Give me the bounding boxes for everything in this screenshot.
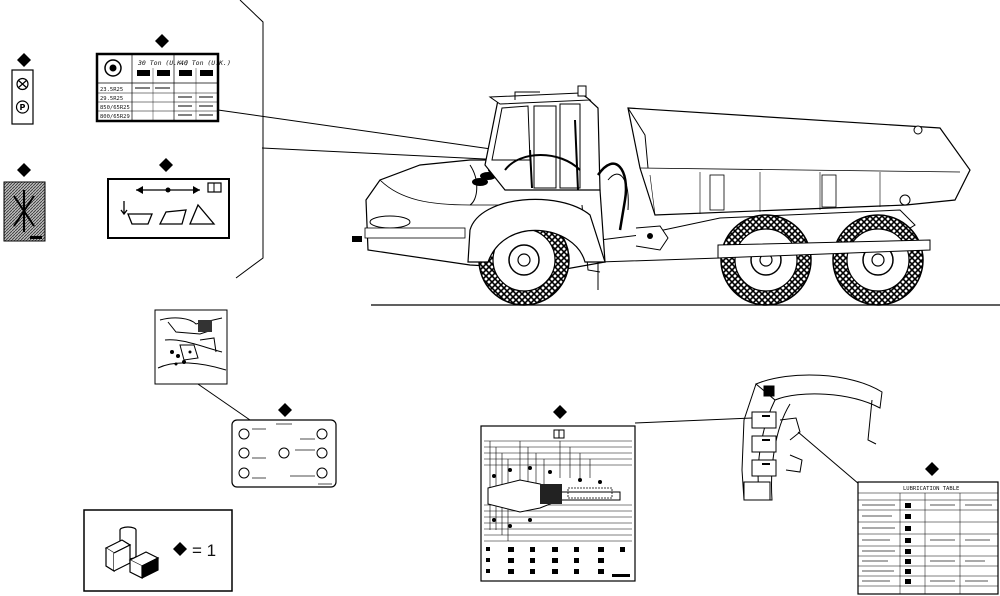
legend-text: = 1 <box>192 541 216 560</box>
test-points-decal <box>231 419 337 488</box>
diamond-marker <box>159 158 173 172</box>
svg-text:P: P <box>20 103 26 112</box>
diamond-marker <box>173 542 187 556</box>
rear-wheel-1 <box>720 214 812 306</box>
diamond-marker <box>155 34 169 48</box>
parking-brake-decal: P <box>11 69 34 125</box>
col-40-ton: 40 Ton (U.K.) <box>180 59 231 67</box>
col-30-ton: 30 Ton (U.K.) <box>137 59 189 67</box>
lubrication-table-decal: LUBRICATION TABLE <box>857 481 999 595</box>
fender-steps-view <box>741 374 883 501</box>
lubrication-chart-decal <box>480 425 636 582</box>
diamond-marker <box>925 462 939 476</box>
dump-body-decal <box>107 178 230 239</box>
articulated-hauler <box>352 85 1000 306</box>
diamond-marker <box>17 163 31 177</box>
tyre-size-row: 850/65R25 <box>100 105 130 111</box>
diamond-marker <box>553 405 567 419</box>
diamond-marker <box>17 53 31 67</box>
parking-icon <box>15 100 30 114</box>
tyre-size-row: 23.5R25 <box>100 87 123 93</box>
item-markers <box>17 34 939 476</box>
lub-table-title: LUBRICATION TABLE <box>903 486 959 492</box>
tyre-size-row: 800/65R29 <box>100 114 130 120</box>
inset-detail-view <box>154 309 228 385</box>
tyre-size-row: 29.5R25 <box>100 96 123 102</box>
tyre-pressure-decal: 30 Ton (U.K.) 40 Ton (U.K.) 23.5R25 29.5… <box>95 52 231 123</box>
hatched-warning-decal <box>3 181 46 242</box>
diamond-marker <box>278 403 292 417</box>
parts-kit-icon <box>104 526 160 579</box>
tyre-icon <box>104 59 122 77</box>
crossed-circle-icon <box>16 77 29 91</box>
leader-lines <box>194 0 867 491</box>
rear-wheel-2 <box>832 214 924 306</box>
legend-box: = 1 <box>83 509 233 592</box>
